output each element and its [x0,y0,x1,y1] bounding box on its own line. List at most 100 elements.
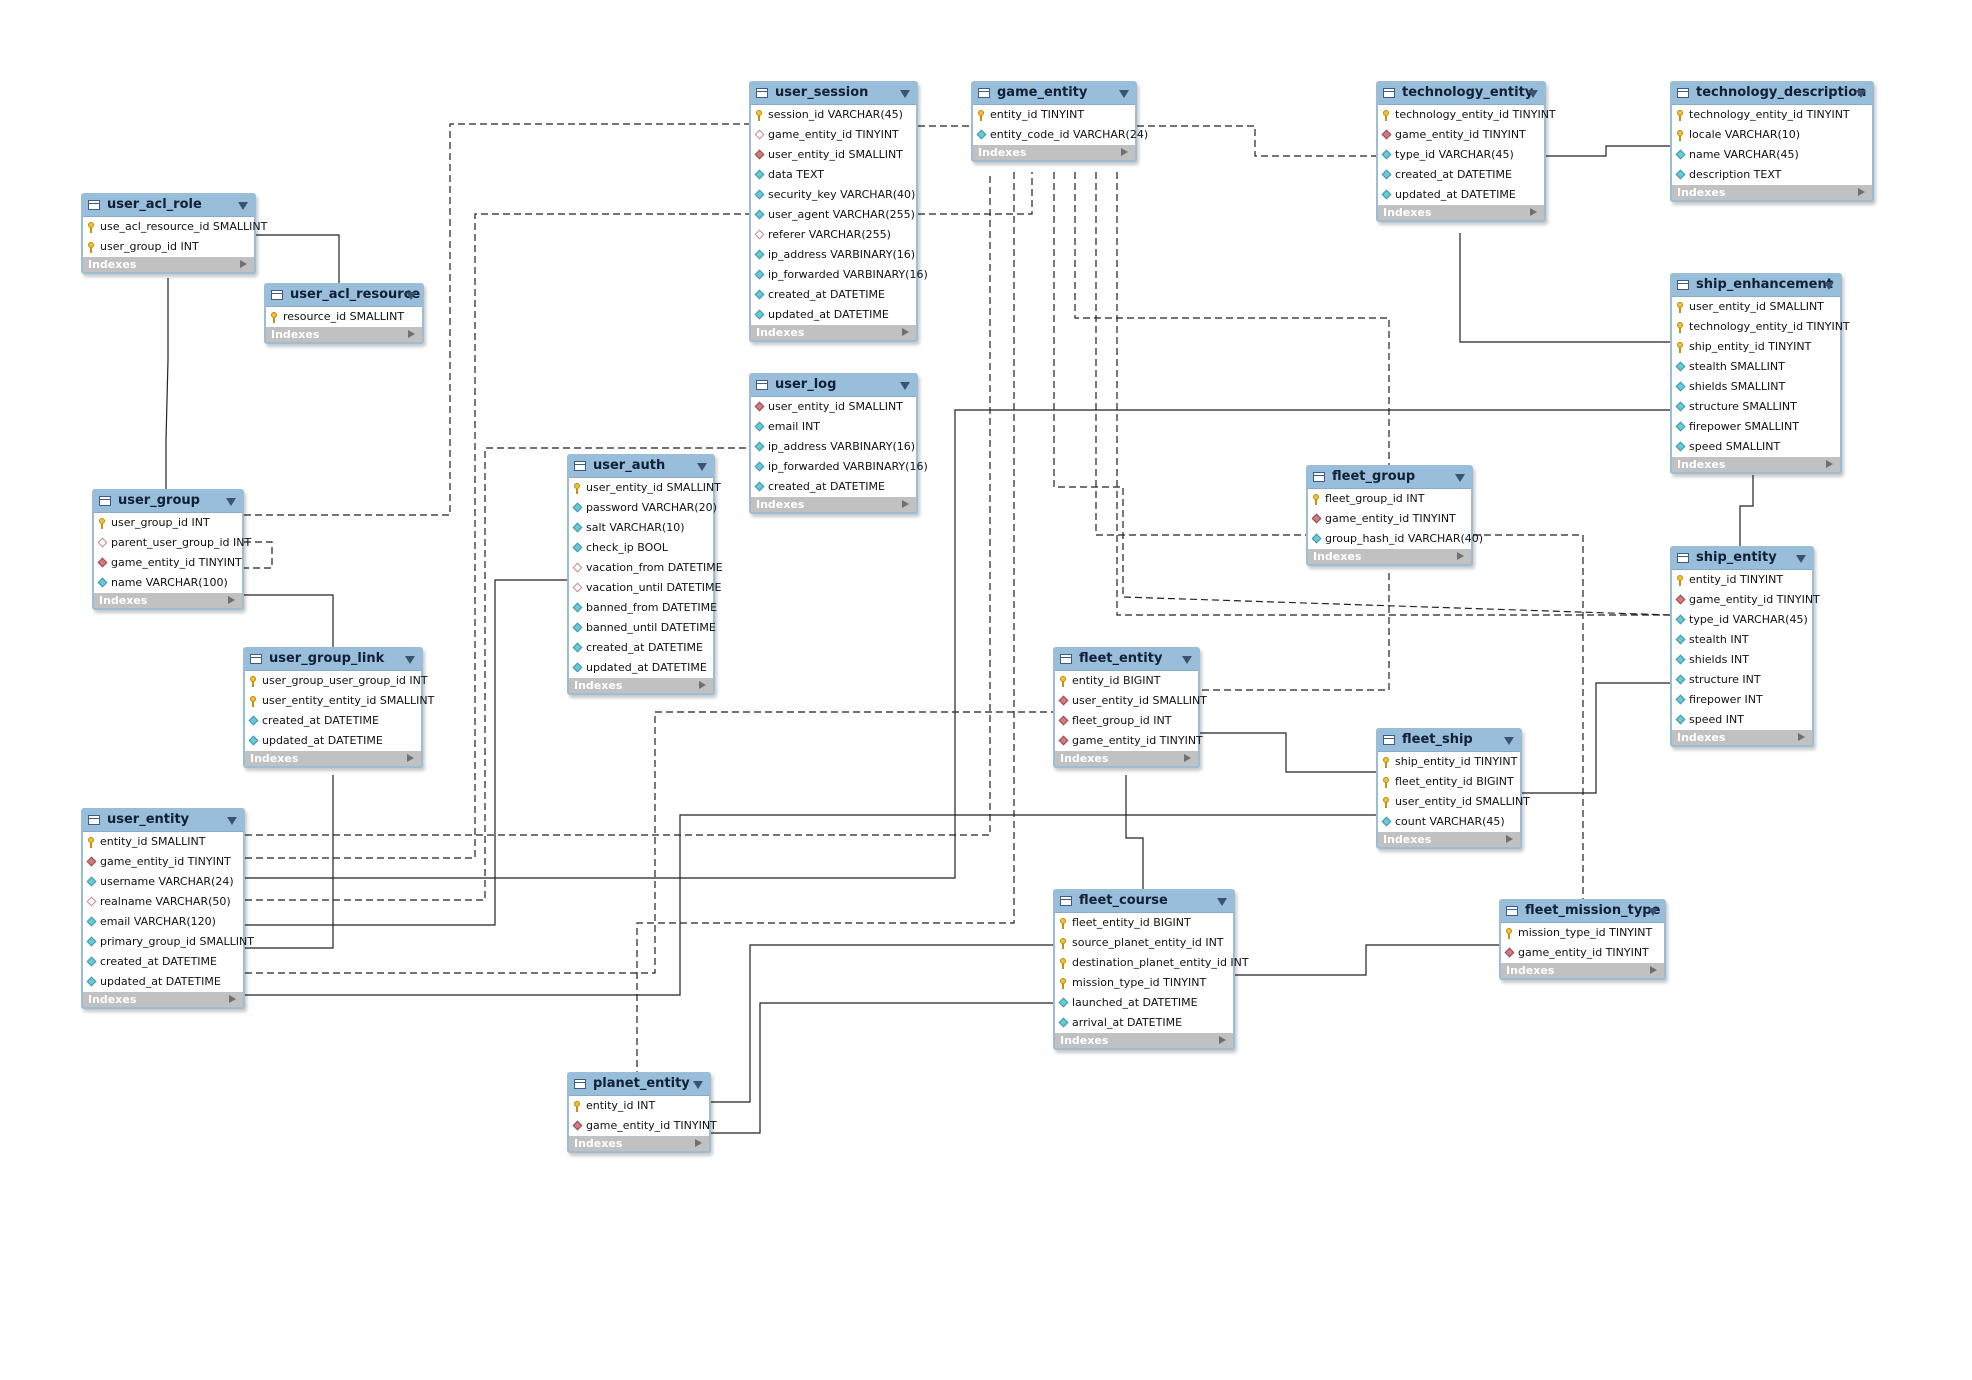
indexes-bar[interactable]: Indexes [1672,185,1872,200]
column-row[interactable]: source_planet_entity_id INT [1055,933,1233,953]
indexes-bar[interactable]: Indexes [1672,730,1812,745]
dropdown-arrow-icon[interactable] [1182,656,1192,664]
column-row[interactable]: arrival_at DATETIME [1055,1013,1233,1033]
column-row[interactable]: game_entity_id TINYINT [94,553,242,573]
column-row[interactable]: technology_entity_id TINYINT [1672,317,1850,337]
relationship-line[interactable] [1522,682,1670,794]
column-row[interactable]: user_entity_entity_id SMALLINT [245,691,434,711]
column-row[interactable]: created_at DATETIME [245,711,421,731]
expand-arrow-icon[interactable] [1457,552,1464,560]
column-row[interactable]: password VARCHAR(20) [569,498,717,518]
dropdown-arrow-icon[interactable] [693,1081,703,1089]
indexes-bar[interactable]: Indexes [266,327,422,342]
indexes-bar[interactable]: Indexes [1055,1033,1233,1048]
table-header[interactable]: technology_description [1672,83,1872,105]
column-row[interactable]: ip_address VARBINARY(16) [751,245,916,265]
expand-arrow-icon[interactable] [699,681,706,689]
dropdown-arrow-icon[interactable] [227,817,237,825]
column-row[interactable]: game_entity_id TINYINT [1378,125,1544,145]
column-row[interactable]: structure SMALLINT [1672,397,1840,417]
column-row[interactable]: user_entity_id SMALLINT [1055,691,1207,711]
column-row[interactable]: created_at DATETIME [751,477,916,497]
table-header[interactable]: technology_entity [1378,83,1544,105]
column-row[interactable]: user_group_id INT [83,237,254,257]
column-row[interactable]: parent_user_group_id INT [94,533,251,553]
table-header[interactable]: user_acl_role [83,195,254,217]
column-row[interactable]: mission_type_id TINYINT [1055,973,1233,993]
table-header[interactable]: fleet_course [1055,891,1233,913]
column-row[interactable]: ip_forwarded VARBINARY(16) [751,265,928,285]
column-row[interactable]: vacation_until DATETIME [569,578,722,598]
column-row[interactable]: speed SMALLINT [1672,437,1840,457]
dropdown-arrow-icon[interactable] [226,498,236,506]
dropdown-arrow-icon[interactable] [405,656,415,664]
relationship-line[interactable] [245,409,1670,879]
expand-arrow-icon[interactable] [408,330,415,338]
column-row[interactable]: ship_entity_id TINYINT [1672,337,1840,357]
relationship-line[interactable] [1074,172,1390,465]
relationship-line[interactable] [244,541,273,569]
column-row[interactable]: game_entity_id TINYINT [569,1116,717,1136]
column-row[interactable]: type_id VARCHAR(45) [1672,610,1812,630]
relationship-line[interactable] [1473,534,1584,899]
column-row[interactable]: entity_id TINYINT [973,105,1135,125]
expand-arrow-icon[interactable] [1219,1036,1226,1044]
relationship-line[interactable] [1116,172,1670,616]
indexes-bar[interactable]: Indexes [83,257,254,272]
column-row[interactable]: game_entity_id TINYINT [1672,590,1820,610]
column-row[interactable]: use_acl_resource_id SMALLINT [83,217,267,237]
column-row[interactable]: game_entity_id TINYINT [1055,731,1203,751]
expand-arrow-icon[interactable] [1826,460,1833,468]
column-row[interactable]: stealth INT [1672,630,1812,650]
column-row[interactable]: count VARCHAR(45) [1378,812,1520,832]
relationship-line[interactable] [1459,233,1670,343]
column-row[interactable]: entity_id INT [569,1096,709,1116]
column-row[interactable]: user_entity_id SMALLINT [751,397,916,417]
table-header[interactable]: ship_entity [1672,548,1812,570]
expand-arrow-icon[interactable] [229,995,236,1003]
column-row[interactable]: game_entity_id TINYINT [751,125,916,145]
relationship-line[interactable] [918,172,1033,215]
dropdown-arrow-icon[interactable] [1217,898,1227,906]
dropdown-arrow-icon[interactable] [1119,90,1129,98]
dropdown-arrow-icon[interactable] [1796,555,1806,563]
relationship-line[interactable] [244,123,749,516]
table-header[interactable]: fleet_mission_type [1501,901,1664,923]
column-row[interactable]: vacation_from DATETIME [569,558,723,578]
column-row[interactable]: firepower SMALLINT [1672,417,1840,437]
column-row[interactable]: realname VARCHAR(50) [83,892,243,912]
column-row[interactable]: user_agent VARCHAR(255) [751,205,916,225]
column-row[interactable]: updated_at DATETIME [569,658,713,678]
relationship-line[interactable] [245,447,749,901]
column-row[interactable]: shields INT [1672,650,1812,670]
column-row[interactable]: description TEXT [1672,165,1872,185]
column-row[interactable]: created_at DATETIME [1378,165,1544,185]
expand-arrow-icon[interactable] [1506,835,1513,843]
dropdown-arrow-icon[interactable] [1455,474,1465,482]
column-row[interactable]: name VARCHAR(100) [94,573,242,593]
expand-arrow-icon[interactable] [1184,754,1191,762]
relationship-line[interactable] [245,579,567,926]
column-row[interactable]: referer VARCHAR(255) [751,225,916,245]
expand-arrow-icon[interactable] [228,596,235,604]
column-row[interactable]: ip_address VARBINARY(16) [751,437,916,457]
column-row[interactable]: firepower INT [1672,690,1812,710]
indexes-bar[interactable]: Indexes [94,593,242,608]
table-header[interactable]: game_entity [973,83,1135,105]
relationship-line[interactable] [245,775,334,949]
column-row[interactable]: technology_entity_id TINYINT [1378,105,1556,125]
dropdown-arrow-icon[interactable] [1824,282,1834,290]
column-row[interactable]: entity_id TINYINT [1672,570,1812,590]
column-row[interactable]: ship_entity_id TINYINT [1378,752,1520,772]
column-row[interactable]: mission_type_id TINYINT [1501,923,1664,943]
column-row[interactable]: fleet_entity_id BIGINT [1055,913,1233,933]
